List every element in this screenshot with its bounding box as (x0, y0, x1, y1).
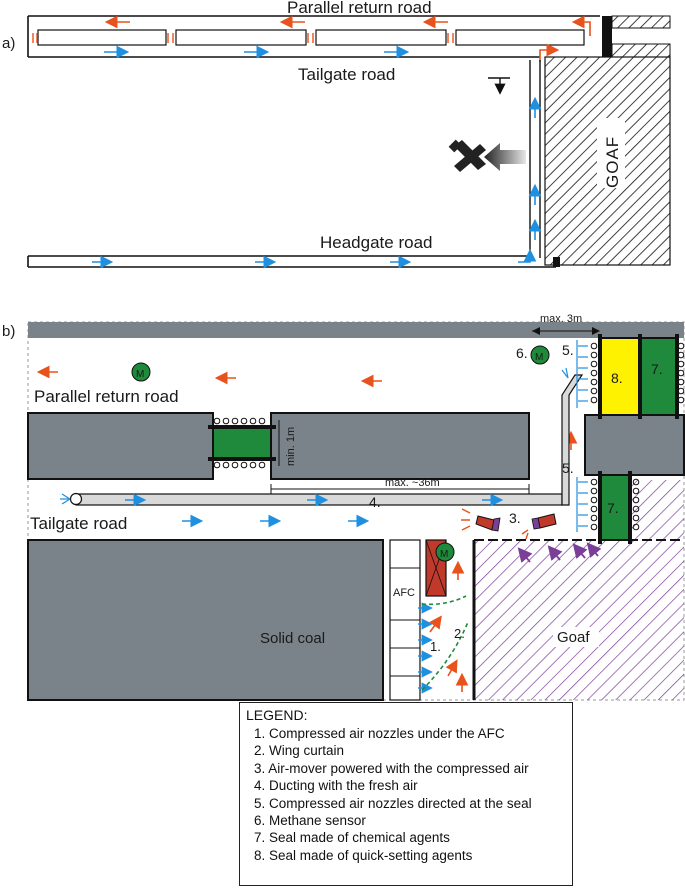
air-mover-right (521, 513, 557, 540)
air-mover-left (461, 508, 501, 532)
legend-item: 8. Seal made of quick-setting agents (254, 847, 473, 863)
callout-7-top: 7. (651, 361, 663, 377)
coal-pillar-seal-zone (584, 414, 685, 476)
coal-pillar-right (270, 412, 530, 480)
solid-coal-label: Solid coal (260, 630, 325, 647)
callout-5-top: 5. (562, 342, 574, 358)
goaf-label-b: Goaf (557, 629, 590, 646)
goaf-top-strip-2 (611, 43, 671, 58)
pillar-4 (455, 29, 585, 46)
corner-block-a (553, 257, 560, 267)
crossed-hammers-icon (448, 139, 486, 172)
advance-direction-arrow (484, 143, 526, 171)
methane-symbol-face: M (440, 549, 448, 560)
callout-7-bottom: 7. (607, 500, 619, 516)
pillar-1 (37, 29, 167, 46)
ducting-end (69, 492, 83, 506)
methane-symbol-return: M (136, 369, 144, 380)
bottom-seal-nozzles (590, 478, 640, 531)
stoppings (32, 33, 454, 43)
goaf-gas-arrows (517, 542, 602, 563)
callout-4: 4. (369, 494, 381, 510)
seal-chemical-bottom (599, 474, 631, 541)
goaf-area-b (474, 540, 684, 700)
ducting-outlet-jets (60, 367, 569, 505)
legend-item: 6. Methane sensor (254, 813, 366, 829)
callout-3: 3. (509, 510, 521, 526)
crosscut-seal (212, 426, 272, 460)
wing-curtain-2 (421, 621, 469, 691)
legend-list: 1. Compressed air nozzles under the AFC … (246, 725, 566, 864)
panel-b: b) min. 1m Solid coal Go (2, 313, 685, 701)
pillar-2 (175, 29, 307, 46)
section-marker (488, 77, 510, 95)
top-coal-strip (28, 322, 684, 338)
legend-item: 4. Ducting with the fresh air (254, 778, 418, 794)
dim-max-3m: max. 3m (540, 313, 582, 325)
legend-item: 2. Wing curtain (254, 743, 345, 759)
return-road-label-a: Parallel return road (287, 0, 432, 17)
bottom-seal-air-jets (576, 477, 588, 532)
legend-item: 5. Compressed air nozzles directed at th… (254, 795, 532, 811)
wing-curtain-1 (421, 595, 467, 606)
return-air-arrows-a (104, 15, 591, 62)
top-seal-air-jets (576, 340, 588, 408)
goaf-top-strip (611, 15, 671, 29)
tailgate-road-label-b: Tailgate road (30, 514, 127, 533)
crosscut-seal-nozzles (213, 417, 266, 469)
face-return-arrows (429, 430, 578, 692)
pillar-3 (315, 29, 447, 46)
headgate-fresh-arrows (92, 248, 537, 269)
callout-6: 6. (516, 345, 528, 361)
panel-a: a) (2, 0, 671, 269)
top-seal-nozzles (590, 342, 685, 404)
callout-1: 1. (430, 639, 441, 654)
legend-title: LEGEND: (246, 707, 308, 723)
goaf-label-bg-b (553, 627, 599, 647)
afc-label: AFC (393, 587, 415, 599)
seal-block-a (602, 16, 612, 57)
callout-8: 8. (611, 370, 623, 386)
methane-symbol-seal: M (535, 352, 543, 363)
return-air-arrows-b (36, 365, 382, 388)
solid-coal-block (27, 539, 384, 701)
goaf-label: GOAF (603, 136, 622, 188)
return-road-label-b: Parallel return road (34, 387, 179, 406)
methane-sensor-return (131, 362, 151, 382)
legend: LEGEND: 1. Compressed air nozzles under … (239, 702, 573, 886)
panel-a-label: a) (2, 35, 15, 52)
legend-item: 1. Compressed air nozzles under the AFC (254, 726, 505, 741)
methane-sensor-seal (530, 345, 550, 365)
coal-pillar-left (27, 412, 214, 480)
callout-2: 2. (454, 626, 465, 641)
methane-sensor-face (435, 542, 455, 562)
legend-item: 3. Air-mover powered with the compressed… (254, 760, 529, 776)
dim-max-36m: max. ~36m (385, 477, 440, 489)
callout-5-bottom: 5. (562, 460, 574, 476)
goaf-label-bg (597, 118, 625, 188)
headgate-road-label: Headgate road (320, 233, 432, 252)
air-ducting-vertical (561, 374, 584, 506)
legend-item: 7. Seal made of chemical agents (254, 830, 450, 846)
dim-min-1m: min. 1m (285, 427, 297, 466)
afc-segments (390, 567, 420, 677)
seal-quick-setting (599, 337, 641, 416)
tailgate-road-label-a: Tailgate road (298, 65, 395, 84)
panel-b-label: b) (2, 323, 15, 340)
